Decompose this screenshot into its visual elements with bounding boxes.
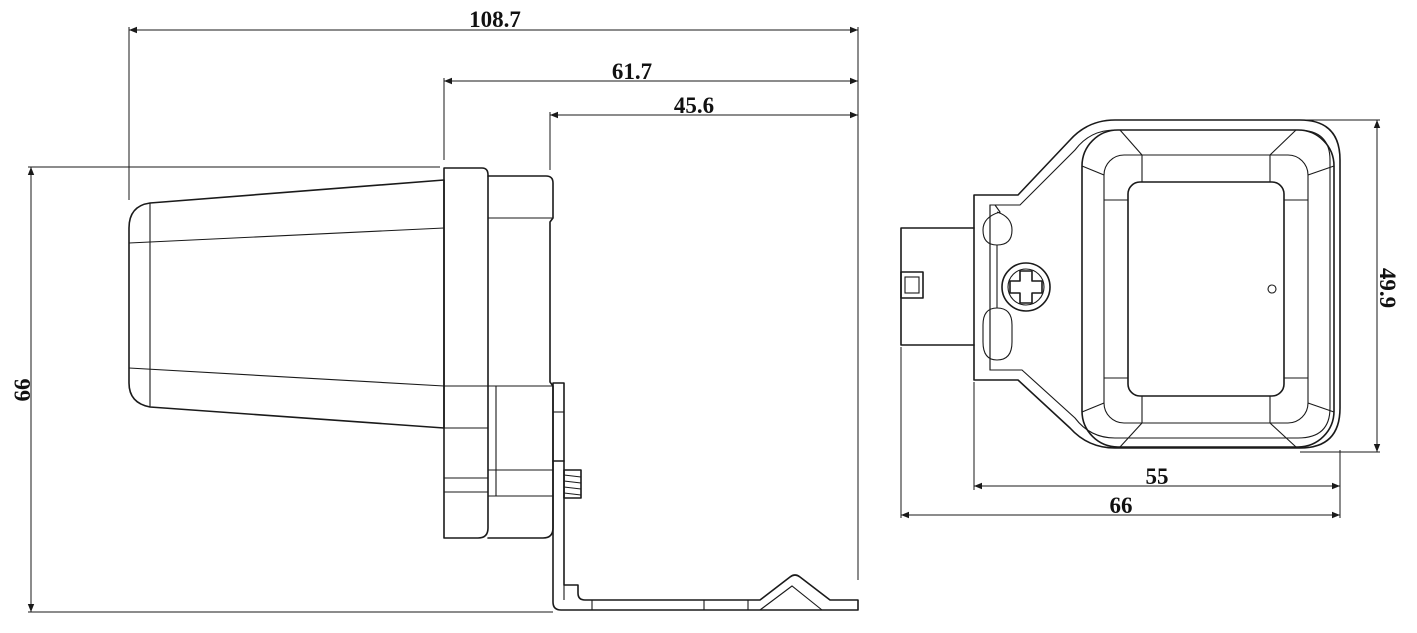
front-frame <box>1081 129 1335 448</box>
l-bracket <box>552 460 859 611</box>
dim-bracket-length: 45.6 <box>674 93 714 118</box>
front-dimensions: 55 66 49.9 <box>900 119 1400 519</box>
dim-front-height: 49.9 <box>1375 268 1400 308</box>
dim-mount-width: 55 <box>1146 464 1169 489</box>
mounting-screw <box>563 469 582 499</box>
side-view <box>128 167 859 611</box>
dim-height: 66 <box>10 379 35 402</box>
dim-overall-length: 108.7 <box>469 7 521 32</box>
housing-flange <box>443 167 489 539</box>
lens-hood <box>128 179 445 429</box>
connector-tab <box>900 227 975 346</box>
mounting-ear <box>973 119 1341 449</box>
mounting-slots <box>982 204 1013 361</box>
screw-head-icon <box>1001 262 1051 312</box>
dim-overall-width: 66 <box>1110 493 1133 518</box>
housing-body <box>487 175 554 539</box>
dim-housing-length: 61.7 <box>612 59 652 84</box>
side-dimensions: 108.7 61.7 45.6 66 <box>10 7 859 613</box>
front-view <box>900 119 1341 449</box>
mounting-plate <box>552 382 565 462</box>
